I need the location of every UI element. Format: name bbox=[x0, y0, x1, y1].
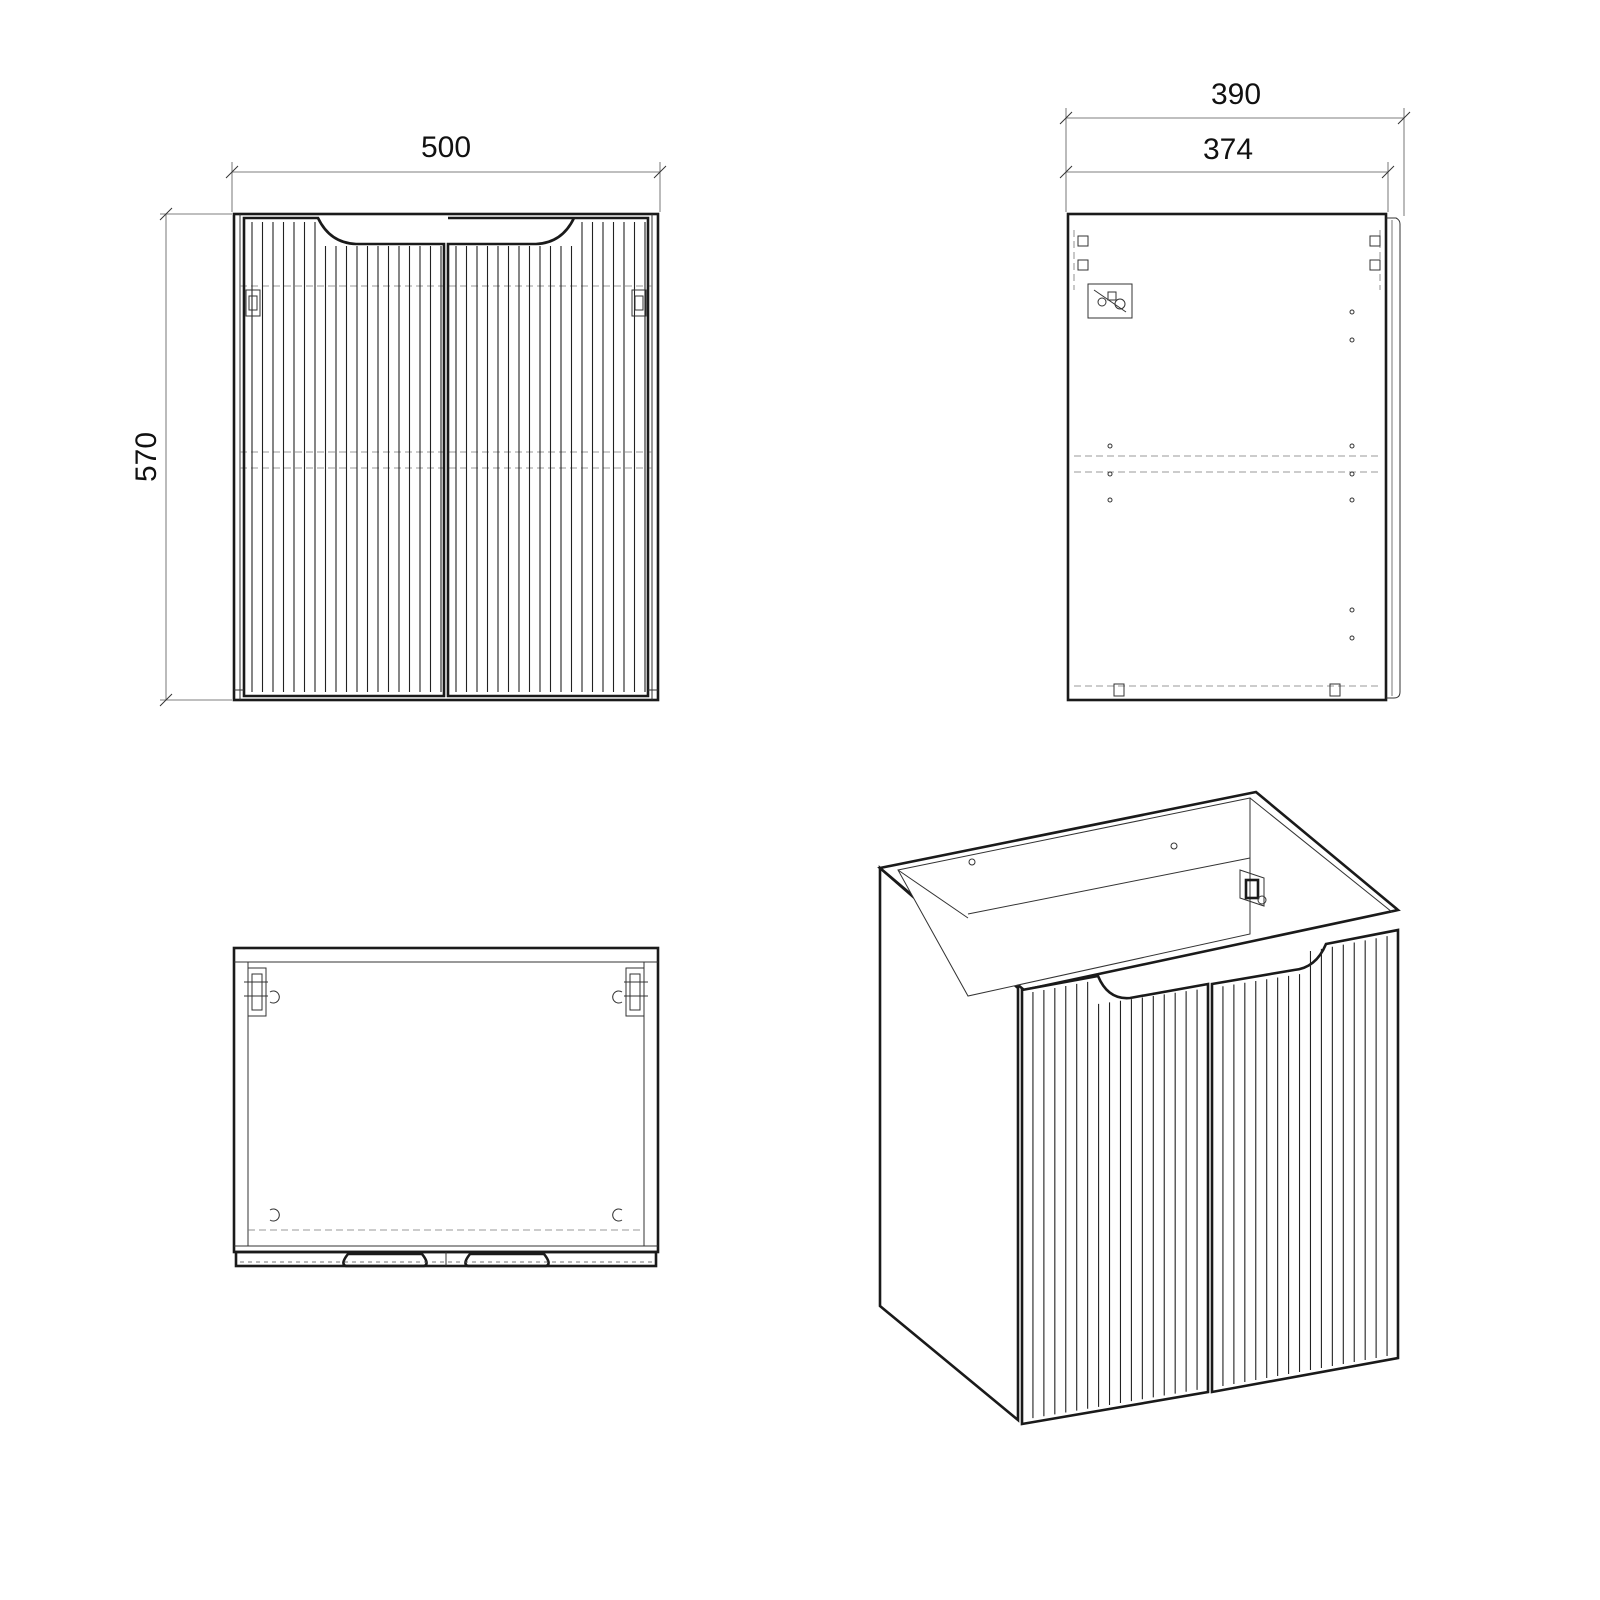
side-hanging-bracket-icon bbox=[1087, 283, 1133, 319]
iso-doors bbox=[1020, 928, 1400, 1426]
side-cam-fittings bbox=[1077, 235, 1381, 697]
front-width-label: 500 bbox=[421, 131, 471, 164]
side-outer-depth-dimension: 390 bbox=[1059, 78, 1411, 216]
iso-hanging-bracket-icon bbox=[1239, 869, 1267, 907]
front-right-door bbox=[446, 216, 650, 698]
side-screw-holes bbox=[1107, 309, 1355, 641]
top-hinge-left-icon bbox=[244, 967, 268, 1017]
front-hinge-right-icon bbox=[631, 289, 647, 317]
iso-view bbox=[877, 790, 1401, 1426]
front-height-label: 570 bbox=[130, 432, 163, 482]
front-doors bbox=[242, 216, 650, 698]
front-width-dimension: 500 bbox=[225, 131, 667, 212]
top-hinge-right-icon bbox=[624, 967, 648, 1017]
front-height-dimension: 570 bbox=[130, 207, 232, 707]
iso-screw-hole bbox=[1170, 842, 1178, 850]
side-view: 390 374 bbox=[1059, 78, 1411, 702]
iso-screw-hole bbox=[968, 858, 976, 866]
iso-door-flutes bbox=[1032, 936, 1388, 1419]
side-outer-depth-label: 390 bbox=[1211, 78, 1261, 111]
front-view: 500 570 bbox=[130, 131, 667, 707]
side-inner-depth-dimension: 374 bbox=[1059, 133, 1395, 212]
top-door-edge bbox=[234, 1250, 658, 1268]
top-inner-outline bbox=[247, 961, 645, 1247]
side-inner-depth-label: 374 bbox=[1203, 133, 1253, 166]
iso-right-door bbox=[1210, 928, 1400, 1394]
front-door-flutes bbox=[251, 222, 646, 692]
top-fittings bbox=[248, 990, 644, 1231]
iso-left-door bbox=[1020, 974, 1210, 1426]
top-view bbox=[232, 946, 660, 1268]
front-carcass-outline bbox=[232, 212, 660, 702]
top-carcass-outline bbox=[232, 946, 660, 1254]
front-hinge-left-icon bbox=[245, 289, 261, 317]
side-door-edge bbox=[1386, 217, 1401, 699]
front-left-door bbox=[242, 216, 446, 698]
side-panel-outline bbox=[1066, 212, 1388, 702]
